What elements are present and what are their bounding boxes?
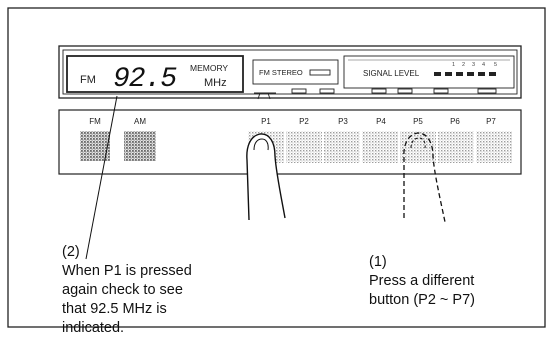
step-1-line: button (P2 ~ P7) [369, 292, 475, 308]
display-panel: FM 92.5 MEMORY MHz FM STEREO SIGNAL LEVE… [58, 45, 522, 100]
step-2-line: again check to see [62, 282, 183, 298]
signal-segment [434, 72, 441, 76]
indicator-lamps [254, 88, 497, 100]
fingernail-dashed [410, 137, 426, 149]
indicator-lamp [397, 88, 413, 94]
signal-scale-tick: 3 [472, 62, 475, 68]
p5-button[interactable] [400, 131, 436, 163]
button-label-p3: P3 [338, 117, 348, 126]
fm-button[interactable] [80, 131, 110, 161]
step-1-caption: (1) Press a different button (P2 ~ P7) [369, 253, 475, 310]
signal-segment [478, 72, 485, 76]
button-label-p7: P7 [486, 117, 496, 126]
button-label-p6: P6 [450, 117, 460, 126]
p3-button[interactable] [324, 131, 360, 163]
signal-scale-tick: 2 [462, 62, 465, 68]
signal-segment [456, 72, 463, 76]
step-2-line: When P1 is pressed [62, 263, 192, 279]
indicator-lamp [319, 88, 335, 94]
button-label-am: AM [134, 117, 146, 126]
signal-scale: 1 2 3 4 5 [452, 62, 497, 68]
band-indicator: FM [80, 74, 96, 86]
indicator-lamp [477, 88, 497, 94]
p4-button[interactable] [362, 131, 398, 163]
button-label-p1: P1 [261, 117, 271, 126]
am-button[interactable] [124, 131, 156, 161]
signal-scale-tick: 5 [494, 62, 497, 68]
indicator-lamp [291, 88, 307, 94]
signal-segment [467, 72, 474, 76]
tuning-mark [254, 92, 276, 100]
step-1-line: Press a different [369, 273, 475, 289]
finger-solid [246, 133, 286, 221]
p7-button[interactable] [476, 131, 512, 163]
step-1-number: (1) [369, 254, 387, 270]
indicator-lamp [371, 88, 387, 94]
memory-indicator: MEMORY [190, 63, 228, 73]
signal-segment [445, 72, 452, 76]
button-label-p5: P5 [413, 117, 423, 126]
button-label-p4: P4 [376, 117, 386, 126]
p6-button[interactable] [438, 131, 474, 163]
indicator-lamp [433, 88, 449, 94]
button-label-fm: FM [89, 117, 101, 126]
frequency-window [66, 55, 244, 93]
unit-indicator: MHz [204, 77, 227, 89]
fingernail-solid [253, 138, 269, 151]
signal-segment [489, 72, 496, 76]
step-2-number: (2) [62, 244, 80, 260]
signal-level-label: SIGNAL LEVEL [363, 69, 420, 78]
callout-leader [85, 95, 118, 260]
signal-meter [434, 72, 496, 76]
stereo-lamp [309, 69, 331, 76]
step-2-line: that 92.5 MHz is [62, 301, 167, 317]
figure-frame [7, 7, 546, 328]
stereo-box [252, 59, 339, 85]
signal-box [343, 55, 515, 89]
step-2-line: indicated. [62, 320, 125, 336]
stereo-indicator: FM STEREO [259, 68, 303, 77]
signal-scale-tick: 4 [482, 62, 485, 68]
button-panel: FM AM P1 P2 P3 P4 P5 P6 P7 [58, 109, 522, 175]
frequency-readout: 92.5 [113, 64, 177, 95]
p2-button[interactable] [286, 131, 322, 163]
signal-scale-tick: 1 [452, 62, 455, 68]
finger-dashed [403, 132, 446, 223]
step-2-caption: (2) When P1 is pressed again check to se… [62, 243, 192, 338]
button-label-p2: P2 [299, 117, 309, 126]
